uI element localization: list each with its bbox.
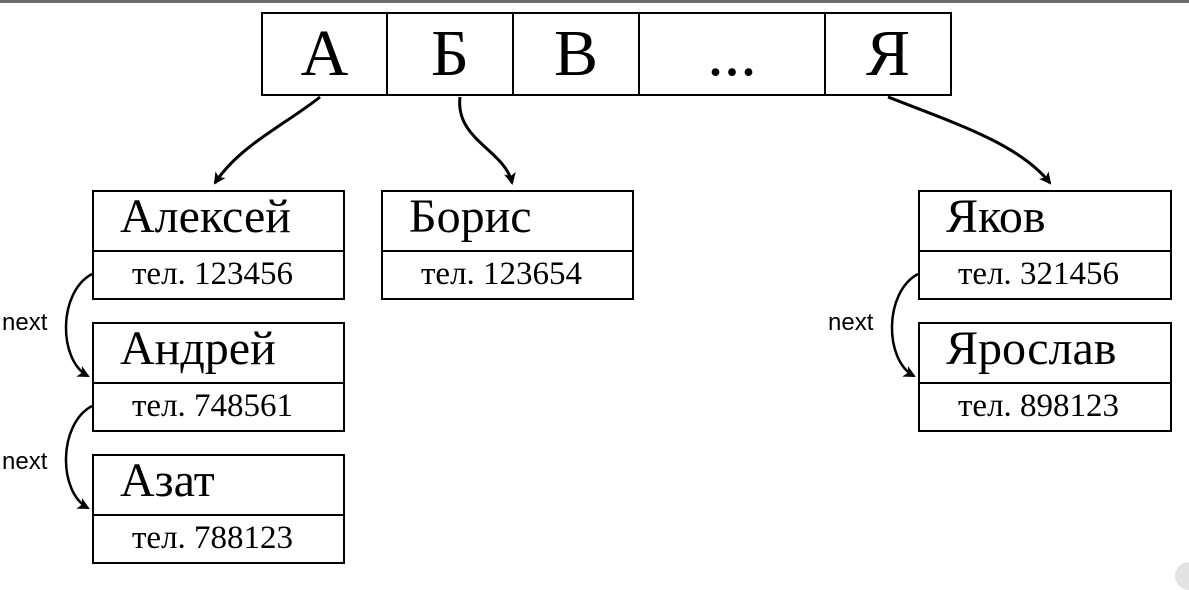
- next-label-andrey-azat: next: [2, 448, 48, 475]
- record-azat: Азат тел. 788123: [92, 454, 345, 564]
- record-name: Азат: [94, 456, 343, 516]
- index-cell-a: А: [263, 14, 388, 94]
- record-yaroslav: Ярослав тел. 898123: [918, 322, 1172, 432]
- index-cell-ellipsis: ...: [640, 14, 826, 94]
- index-cell-ya: Я: [865, 17, 911, 90]
- record-name: Андрей: [94, 324, 343, 384]
- record-phone: тел. 898123: [958, 388, 1120, 424]
- record-aleksey: Алексей тел. 123456: [92, 190, 345, 300]
- record-phone: тел. 123456: [132, 256, 294, 292]
- pointer-arrows: [64, 95, 1052, 510]
- record-name: Яков: [920, 192, 1170, 252]
- top-border-line: [0, 0, 1189, 3]
- record-phone: тел. 788123: [132, 520, 294, 556]
- arrow-b-to-boris: [458, 96, 516, 185]
- record-boris: Борис тел. 123654: [381, 190, 634, 300]
- arrow-ya-to-yakov: [887, 95, 1052, 185]
- index-table: А Б В ... Я: [261, 12, 952, 96]
- next-label-yakov-yaroslav: next: [828, 309, 874, 336]
- record-name: Алексей: [94, 192, 343, 252]
- next-label-aleksey-andrey: next: [2, 309, 48, 336]
- next-arrow-aleksey-andrey: [64, 272, 93, 378]
- record-name: Борис: [383, 192, 632, 252]
- record-name: Ярослав: [920, 324, 1170, 384]
- record-phone: тел. 321456: [958, 256, 1120, 292]
- record-phone: тел. 123654: [421, 256, 583, 292]
- index-cell-b: Б: [388, 14, 514, 94]
- index-cell-v: В: [514, 14, 640, 94]
- record-phone: тел. 748561: [132, 388, 294, 424]
- next-arrow-andrey-azat: [64, 404, 93, 510]
- record-yakov: Яков тел. 321456: [918, 190, 1172, 300]
- record-andrey: Андрей тел. 748561: [92, 322, 345, 432]
- arrow-a-to-aleksey: [213, 95, 321, 185]
- next-arrow-yakov-yaroslav: [890, 272, 919, 378]
